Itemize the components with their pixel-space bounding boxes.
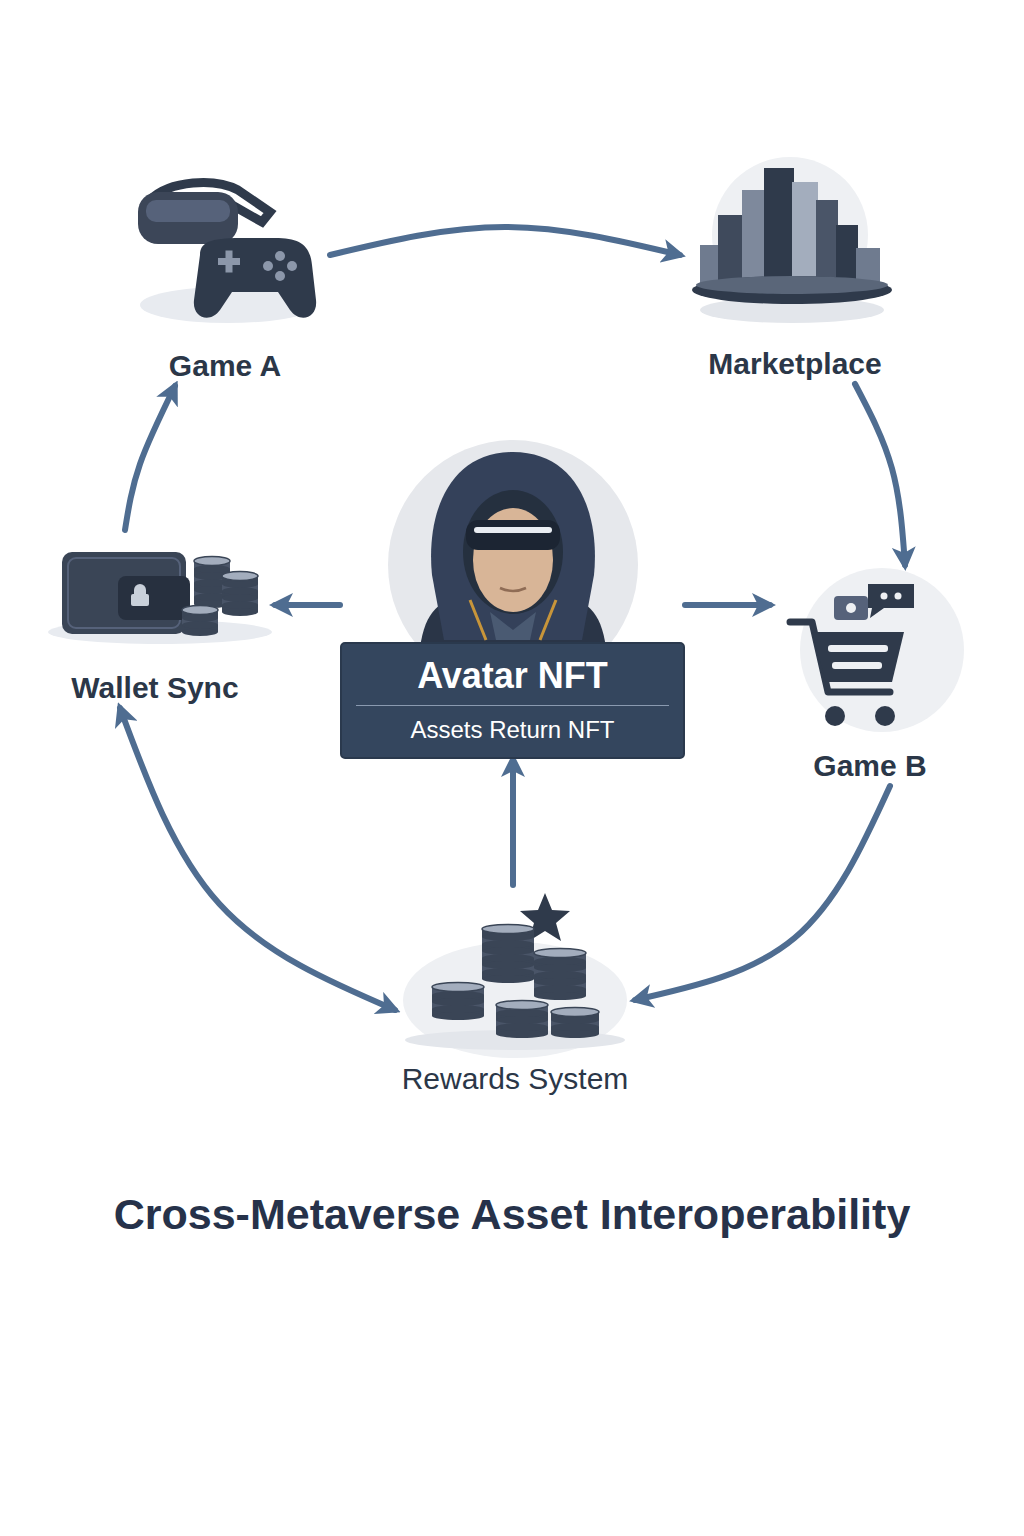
coin-top [496, 1001, 548, 1010]
coin [222, 608, 258, 616]
flow-arrow [635, 786, 890, 1000]
coin [534, 971, 586, 979]
flow-arrow [855, 384, 905, 565]
coin-top [551, 1008, 599, 1017]
coin-stack [482, 925, 534, 984]
coin [432, 1005, 484, 1013]
node-label: Marketplace [680, 344, 910, 384]
coin [222, 594, 258, 602]
coin-stack [432, 983, 484, 1021]
flow-arrow [510, 759, 516, 885]
flow-arrow [125, 386, 175, 530]
rewards-node: Rewards System [395, 885, 635, 1099]
node-label: Game B [770, 746, 970, 786]
coin-stack [534, 949, 586, 1001]
coin [534, 992, 586, 1000]
flow-arrow [685, 602, 770, 608]
coin [182, 621, 218, 629]
coin [496, 1030, 548, 1038]
marketplace-node: Marketplace [680, 150, 910, 384]
coin [482, 975, 534, 983]
node-title: Avatar NFT [356, 654, 669, 705]
coin [482, 954, 534, 962]
node-label: Game A [120, 346, 330, 386]
node-subtitle: Assets Return NFT [356, 705, 669, 745]
coin [496, 1016, 548, 1024]
game-node: Game A [120, 150, 330, 386]
coin [534, 964, 586, 972]
diagram-title: Cross-Metaverse Asset Interoperability [10, 1188, 1014, 1242]
flow-arrow [330, 227, 680, 255]
coin-stack [182, 606, 218, 637]
coin [222, 587, 258, 595]
coin [482, 961, 534, 969]
coin-stack [222, 572, 258, 617]
coin-top [222, 572, 258, 581]
coin [551, 1023, 599, 1031]
node-label: Wallet Sync [35, 668, 275, 708]
coin [534, 978, 586, 986]
coin-top [182, 606, 218, 615]
coin-top [534, 949, 586, 958]
coin [432, 998, 484, 1006]
coin-top [482, 925, 534, 934]
coin [182, 628, 218, 636]
game-b-icon [790, 568, 964, 732]
flow-arrow [275, 602, 340, 608]
coin [432, 1012, 484, 1020]
coin-top [194, 557, 230, 566]
marketplace-icon [692, 157, 892, 323]
game-node: Game B [770, 565, 970, 786]
coin [534, 985, 586, 993]
coin [496, 1023, 548, 1031]
node-label: Rewards System [395, 1059, 635, 1099]
coin [482, 940, 534, 948]
coin [551, 1030, 599, 1038]
avatar-node: Avatar NFTAssets Return NFT [340, 440, 685, 759]
nft-label-box: Avatar NFTAssets Return NFT [340, 642, 685, 759]
coin [482, 968, 534, 976]
wallet-icon [48, 552, 272, 644]
coin-stack [551, 1008, 599, 1039]
coin-stack [496, 1001, 548, 1039]
coin-top [432, 983, 484, 992]
coin [482, 947, 534, 955]
rewards-icon [403, 893, 627, 1058]
wallet-node: Wallet Sync [35, 530, 275, 708]
coin [222, 601, 258, 609]
game-a-icon [138, 183, 316, 323]
